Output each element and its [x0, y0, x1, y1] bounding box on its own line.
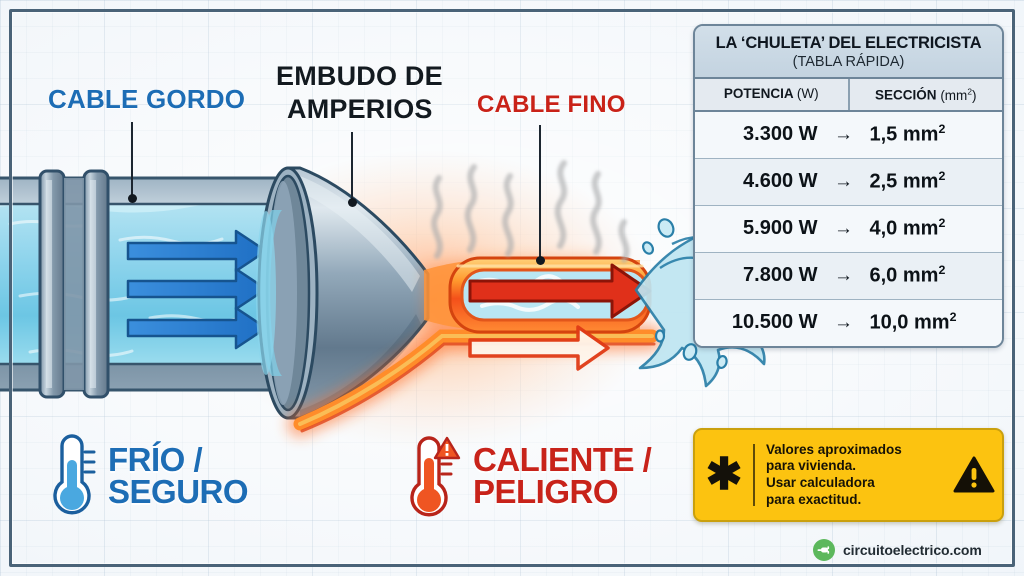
column-header-potencia: POTENCIA (W) — [695, 79, 850, 110]
table-row: 7.800 W → 6,0 mm2 — [695, 252, 1002, 300]
cell-power: 3.300 W — [743, 123, 818, 145]
row-arrow-icon: → — [834, 217, 853, 239]
cell-section: 4,0 mm2 — [869, 216, 946, 240]
status-hot-line2: PELIGRO — [473, 473, 619, 510]
row-arrow-icon: → — [834, 311, 853, 333]
warning-triangle-small-icon — [433, 436, 461, 460]
note-divider — [753, 444, 755, 506]
status-cold-line1: FRÍO / — [108, 441, 203, 479]
leader-dot-cable-gordo — [128, 194, 137, 203]
note-line-3: Usar calculadora — [766, 475, 875, 490]
status-cold-line2: SEGURO — [108, 473, 249, 510]
table-row: 3.300 W → 1,5 mm2 — [695, 111, 1002, 159]
brand-name: circuitoelectrico.com — [843, 542, 982, 558]
row-arrow-icon: → — [834, 264, 853, 286]
row-arrow-icon: → — [834, 170, 853, 192]
disclaimer-note: ✱ Valores aproximados para vivienda. Usa… — [693, 428, 1004, 522]
table-row: 5.900 W → 4,0 mm2 — [695, 205, 1002, 253]
status-cold: FRÍO / SEGURO — [40, 432, 249, 520]
row-arrow-icon: → — [834, 123, 853, 145]
electrician-cheatsheet-table: LA ‘CHULETA’ DEL ELECTRICISTA (TABLA RÁP… — [693, 24, 1004, 348]
leader-line-cable-fino — [539, 125, 541, 260]
table-title: LA ‘CHULETA’ DEL ELECTRICISTA — [715, 34, 982, 52]
leader-dot-cable-fino — [536, 256, 545, 265]
table-row: 10.500 W → 10,0 mm2 — [695, 299, 1002, 346]
cell-power: 4.600 W — [743, 170, 818, 192]
cell-section: 6,0 mm2 — [869, 263, 946, 287]
table-column-headers: POTENCIA (W) SECCIÓN (mm2) — [695, 79, 1002, 112]
plug-logo-icon — [813, 539, 835, 561]
column-header-seccion: SECCIÓN (mm2) — [875, 86, 977, 103]
note-line-2: para vivienda. — [766, 458, 857, 474]
asterisk-icon: ✱ — [705, 450, 743, 499]
leader-line-embudo — [351, 132, 353, 202]
cell-power: 5.900 W — [743, 217, 818, 239]
note-text: Valores aproximados para vivienda. Usar … — [755, 442, 946, 509]
label-cable-gordo: CABLE GORDO — [48, 84, 246, 114]
cell-power: 7.800 W — [743, 264, 818, 286]
warning-triangle-icon — [946, 456, 1002, 494]
note-line-1: Valores aproximados — [766, 441, 902, 457]
cell-section: 2,5 mm2 — [869, 169, 946, 193]
cell-section: 1,5 mm2 — [869, 122, 946, 146]
label-cable-fino: CABLE FINO — [477, 91, 626, 118]
table-header: LA ‘CHULETA’ DEL ELECTRICISTA (TABLA RÁP… — [695, 26, 1002, 79]
note-line-4: para exactitud. — [766, 491, 862, 507]
brand-watermark[interactable]: circuitoelectrico.com — [812, 538, 982, 562]
label-embudo-line2: AMPERIOS — [287, 94, 433, 124]
thermometer-hot-icon — [410, 436, 461, 517]
leader-line-cable-gordo — [131, 122, 133, 198]
cell-section: 10,0 mm2 — [869, 310, 957, 334]
table-subtitle: (TABLA RÁPIDA) — [792, 54, 905, 70]
status-hot-line1: CALIENTE / — [473, 441, 652, 479]
table-row: 4.600 W → 2,5 mm2 — [695, 158, 1002, 206]
label-embudo-line1: EMBUDO DE — [276, 61, 443, 91]
leader-dot-embudo — [348, 198, 357, 207]
pipe-flange-ring — [38, 169, 110, 399]
status-hot: CALIENTE / PELIGRO — [405, 432, 652, 520]
cell-power: 10.500 W — [731, 311, 818, 333]
steam-wisp — [431, 160, 630, 263]
thermometer-cold-icon — [53, 434, 96, 515]
